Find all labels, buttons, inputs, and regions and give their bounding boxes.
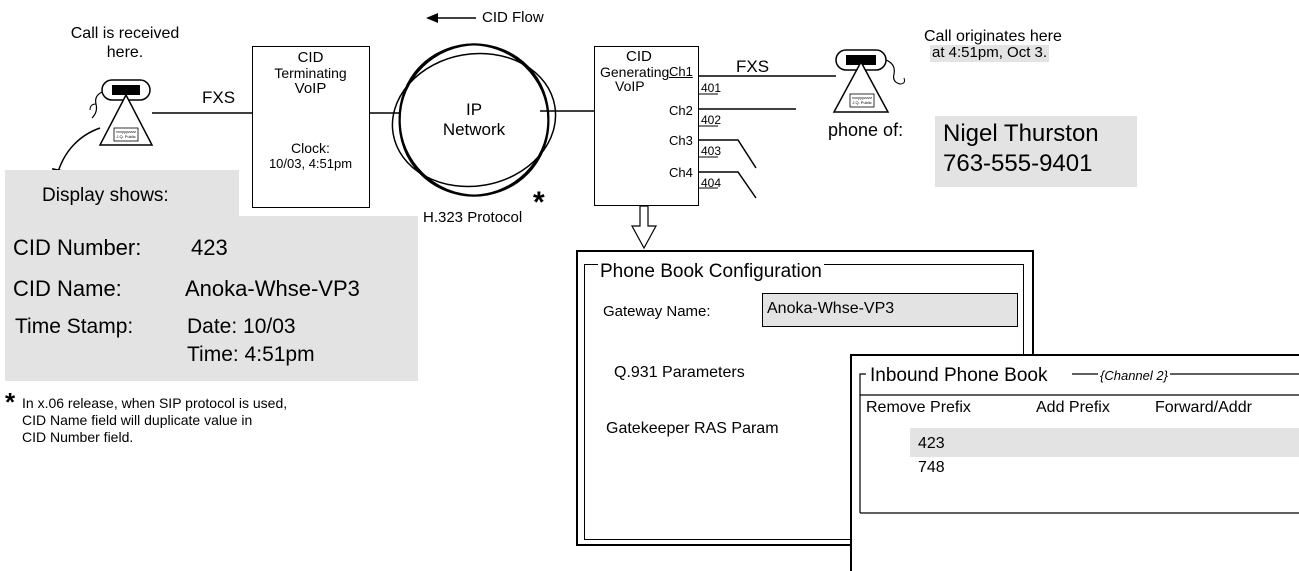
receiver-tag-line2: J.Q. Public xyxy=(116,133,136,139)
protocol-asterisk: * xyxy=(533,186,545,219)
footnote-line3: CID Number field. xyxy=(22,429,134,445)
cid-name-label: CID Name: xyxy=(13,276,122,301)
gateway-name-label: Gateway Name: xyxy=(603,303,711,320)
inbound-phone-book-title: Inbound Phone Book xyxy=(868,365,1050,387)
ip-network-cloud-icon xyxy=(391,43,557,197)
network-line2: Network xyxy=(442,120,506,139)
receiving-phone-icon xyxy=(89,79,154,146)
cid-name-value: Anoka-Whse-VP3 xyxy=(185,276,360,301)
display-panel xyxy=(5,216,418,381)
originator-time-text: at 4:51pm, Oct 3. xyxy=(932,44,1048,61)
ch3-label: Ch3 xyxy=(669,133,693,148)
term-clock-value: 10/03, 4:51pm xyxy=(268,156,353,171)
gateway-name-field[interactable]: Anoka-Whse-VP3 xyxy=(762,293,1018,327)
ch4-number: 404 xyxy=(701,176,722,190)
down-arrow xyxy=(630,205,658,250)
term-clock-label: Clock: xyxy=(291,140,330,156)
q931-parameters-label[interactable]: Q.931 Parameters xyxy=(612,364,747,382)
ch1-number: 401 xyxy=(701,81,722,95)
originator-label-line1: Call originates here xyxy=(924,28,1062,45)
term-line2: Terminating xyxy=(274,65,347,81)
ch2-number: 402 xyxy=(701,113,722,127)
originator-phone-tag: xxxyyyzzzz J.Q. Public xyxy=(850,95,874,106)
receiver-label-line2: here. xyxy=(106,44,144,61)
table-row-highlight[interactable] xyxy=(910,428,1299,457)
gen-line3: VoIP xyxy=(615,78,645,94)
receiver-port-label: FXS xyxy=(202,88,236,107)
date-value: Date: 10/03 xyxy=(187,315,296,338)
originator-tag-line1: xxxyyyzzzz xyxy=(852,95,872,100)
channel-number-boxes xyxy=(698,93,718,189)
gateway-name-value: Anoka-Whse-VP3 xyxy=(767,300,895,317)
col-add-prefix: Add Prefix xyxy=(1036,399,1110,416)
ch1-label: Ch1 xyxy=(669,64,693,79)
cid-terminating-voip-box: CID Terminating VoIP Clock: 10/03, 4:51p… xyxy=(252,46,370,208)
time-value: Time: 4:51pm xyxy=(187,343,315,366)
inbound-phone-book-window xyxy=(850,354,1299,571)
channel-lines xyxy=(698,75,836,199)
cid-generating-voip-box: CID Generating VoIP Ch1 Ch2 Ch3 Ch4 xyxy=(594,46,699,206)
cid-flow-label: CID Flow xyxy=(482,9,544,26)
cid-number-label: CID Number: xyxy=(13,235,142,260)
originator-name: Nigel Thurston xyxy=(943,120,1099,147)
originator-number: 763-555-9401 xyxy=(943,150,1093,177)
originator-tag-line2: J.Q. Public xyxy=(852,99,872,105)
display-title: Display shows: xyxy=(42,185,169,206)
cid-number-value: 423 xyxy=(191,235,228,260)
footnote-line1: In x.06 release, when SIP protocol is us… xyxy=(22,395,288,411)
gen-line2: Generating xyxy=(600,64,670,80)
term-line3: VoIP xyxy=(294,80,327,97)
gen-line1: CID xyxy=(626,48,652,65)
inbound-channel-label: {Channel 2} xyxy=(1098,368,1170,384)
originator-identity-box: Nigel Thurston 763-555-9401 xyxy=(935,116,1137,187)
ch4-label: Ch4 xyxy=(669,165,693,180)
ch3-number: 403 xyxy=(701,144,722,158)
table-row[interactable]: 748 xyxy=(918,459,945,476)
receiver-tag-line1: xxxyyyzzzz xyxy=(116,129,136,134)
originating-phone-icon xyxy=(832,49,905,113)
col-forward-addr: Forward/Addr xyxy=(1155,399,1252,416)
originator-label-line2: at 4:51pm, Oct 3. xyxy=(930,44,1050,62)
footnote-asterisk: * xyxy=(5,387,16,417)
table-row[interactable]: 423 xyxy=(918,435,945,452)
footnote-line2: CID Name field will duplicate value in xyxy=(22,412,253,428)
generating-port-label: FXS xyxy=(736,57,770,76)
network-line1: IP xyxy=(465,100,483,119)
receiver-phone-tag: xxxyyyzzzz J.Q. Public xyxy=(114,129,138,140)
ch2-label: Ch2 xyxy=(669,103,693,118)
gatekeeper-ras-label[interactable]: Gatekeeper RAS Param xyxy=(604,420,781,438)
protocol-label: H.323 Protocol xyxy=(423,209,523,226)
receiver-label-line1: Call is received xyxy=(70,25,180,42)
display-title-panel xyxy=(5,170,239,216)
term-line1: CID xyxy=(297,49,324,66)
cid-flow-arrow xyxy=(426,13,476,23)
col-remove-prefix: Remove Prefix xyxy=(866,399,971,416)
phone-book-config-title: Phone Book Configuration xyxy=(598,261,824,283)
timestamp-label: Time Stamp: xyxy=(15,315,134,338)
phone-of-label: phone of: xyxy=(828,120,904,140)
